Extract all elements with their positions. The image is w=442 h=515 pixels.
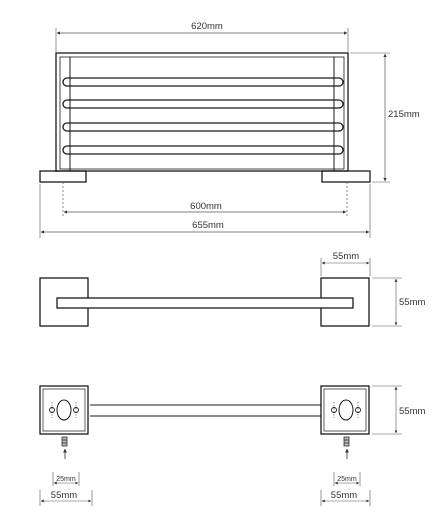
dim-left-mount-width: 55mm: [51, 490, 77, 501]
top-view: [39, 277, 370, 327]
right-base-plate: [321, 170, 371, 183]
left-base-plate: [39, 170, 87, 183]
back-view: [39, 385, 370, 435]
dim-right-mount-width: 55mm: [331, 490, 357, 501]
frame-inner: [59, 56, 345, 170]
dim-height: 215mm: [388, 109, 420, 120]
top-bar: [56, 297, 354, 309]
front-view: [39, 52, 371, 183]
extension-lines: [39, 28, 390, 238]
dim-inner-span: 600mm: [190, 201, 222, 212]
back-left-mount: [39, 385, 89, 435]
dim-right-screw-spacing: 25mm: [337, 476, 357, 483]
dim-left-screw-spacing: 25mm: [56, 476, 76, 483]
dim-overall-width: 655mm: [192, 220, 224, 231]
dim-back-mount-height: 55mm: [399, 406, 425, 417]
dim-top-width: 620mm: [191, 21, 223, 32]
rail-bars: [62, 77, 344, 155]
frame-outline: [55, 52, 349, 172]
left-screw: [61, 436, 68, 447]
back-right-mount: [320, 385, 370, 435]
dim-mount-depth: 55mm: [399, 297, 425, 308]
right-screw: [343, 436, 350, 447]
center-lines: [62, 182, 348, 218]
dim-mount-width: 55mm: [333, 251, 359, 262]
